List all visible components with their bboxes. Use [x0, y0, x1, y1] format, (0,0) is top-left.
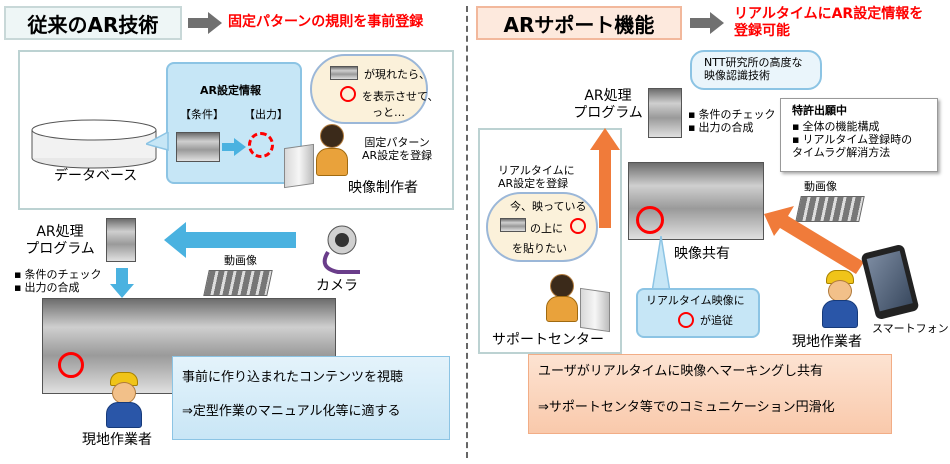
left-function-item: 条件のチェック — [14, 268, 101, 281]
cloud-line1: が現れたら、 — [364, 68, 430, 81]
left-server-icon — [106, 218, 136, 262]
left-title-arrow — [188, 12, 222, 34]
cloud-line2: を表示させて、 — [362, 90, 439, 103]
left-top-panel — [18, 50, 454, 210]
left-title-text: 従来のAR技術 — [27, 12, 159, 37]
support-center-panel — [478, 128, 622, 354]
camera-to-server-arrow — [164, 222, 296, 258]
left-function-item: 出力の合成 — [14, 281, 101, 294]
database-icon — [31, 119, 157, 169]
left-note-line2: ⇒定型作業のマニュアル化等に適する — [182, 404, 401, 419]
right-note — [528, 354, 892, 434]
ar-info-bubble-tail — [146, 132, 169, 151]
patent-item: 全体の機能構成 — [792, 120, 912, 133]
smartphone-icon — [860, 243, 920, 321]
server-to-screen-arrow — [110, 268, 134, 298]
condition-arrow — [222, 138, 246, 156]
tracking-bubble — [636, 288, 760, 338]
producer-label: 映像制作者 — [348, 180, 418, 196]
left-worker-label: 現地作業者 — [82, 432, 152, 448]
left-screen-marker-icon — [58, 352, 84, 378]
patent-item: リアルタイム登録時の タイムラグ解消方法 — [792, 133, 912, 159]
producer-avatar — [320, 124, 344, 148]
support-cloud-line3: を貼りたい — [512, 242, 567, 255]
camera-label: カメラ — [316, 278, 358, 294]
right-worker-avatar — [828, 280, 852, 302]
cloud-marker-icon — [340, 86, 356, 102]
left-title: 従来のAR技術 — [4, 6, 182, 40]
producer-body — [316, 148, 348, 176]
condition-image — [176, 132, 220, 162]
right-note-line2: ⇒サポートセンタ等でのコミュニケーション円滑化 — [538, 400, 835, 415]
video-share-label: 映像共有 — [674, 246, 730, 262]
right-screen-marker-icon — [636, 206, 664, 234]
support-cloud-line2: の上に — [530, 222, 563, 235]
tracking-marker-icon — [678, 312, 694, 328]
left-worker-avatar — [112, 382, 136, 404]
right-ar-program-label: AR処理 プログラム — [573, 88, 643, 121]
right-title-arrow — [690, 12, 724, 34]
tracking-line1: リアルタイム映像に — [646, 294, 745, 307]
producer-thought-cloud — [310, 54, 428, 124]
support-center-label: サポートセンター — [492, 332, 604, 348]
right-video-label: 動画像 — [804, 180, 837, 193]
ntt-tech-text: NTT研究所の高度な 映像認識技術 — [704, 56, 803, 82]
right-video-screen — [628, 162, 764, 240]
worker-to-server-arrow — [764, 206, 864, 274]
ar-info-bubble — [166, 62, 302, 184]
support-cloud-image — [500, 218, 526, 232]
fixed-pattern-label: 固定パターン AR設定を登録 — [362, 136, 433, 162]
ar-info-title: AR設定情報 — [200, 84, 261, 97]
right-title: ARサポート機能 — [476, 6, 682, 40]
support-body — [546, 296, 578, 322]
left-subtitle: 固定パターンの規則を事前登録 — [228, 14, 424, 30]
realtime-register-label: リアルタイムに AR設定を登録 — [498, 164, 575, 190]
database-label: データベース — [54, 168, 138, 184]
left-note-line1: 事前に作り込まれたコンテンツを視聴 — [182, 370, 404, 385]
right-title-text: ARサポート機能 — [503, 12, 655, 37]
right-note-line1: ユーザがリアルタイムに映像へマーキングし共有 — [538, 364, 823, 379]
patent-title: 特許出願中 — [792, 104, 847, 117]
right-function-item: 出力の合成 — [688, 121, 775, 134]
patent-list: 全体の機能構成 リアルタイム登録時の タイムラグ解消方法 — [792, 120, 912, 159]
left-function-list: 条件のチェック 出力の合成 — [14, 268, 101, 294]
tracking-line2: が追従 — [700, 314, 733, 327]
support-cloud-marker-icon — [570, 218, 586, 234]
ar-info-condition: 【条件】 — [180, 108, 224, 121]
right-server-icon — [648, 88, 682, 138]
right-function-item: 条件のチェック — [688, 108, 775, 121]
support-cloud-line1: 今、映っている — [510, 200, 587, 213]
output-marker-icon — [248, 132, 274, 158]
left-note — [172, 356, 450, 440]
support-monitor-icon — [580, 287, 610, 333]
right-worker-body — [822, 300, 858, 328]
tracking-bubble-tail — [652, 236, 670, 292]
support-avatar — [550, 274, 574, 298]
left-worker-body — [106, 402, 142, 428]
cloud-image — [330, 66, 358, 80]
left-ar-program-label: AR処理 プログラム — [25, 224, 95, 257]
left-video-label: 動画像 — [224, 254, 257, 267]
center-divider — [466, 6, 468, 458]
left-video-frames-icon — [203, 270, 273, 296]
smartphone-label: スマートフォン — [872, 322, 949, 335]
right-function-list: 条件のチェック 出力の合成 — [688, 108, 775, 134]
cloud-line3: っと… — [372, 106, 405, 119]
right-subtitle: リアルタイムにAR設定情報を 登録可能 — [734, 6, 924, 39]
right-worker-label: 現地作業者 — [792, 334, 862, 350]
ar-info-output: 【出力】 — [244, 108, 288, 121]
ntt-tech-bubble — [690, 50, 822, 90]
producer-monitor-icon — [284, 143, 314, 189]
support-to-server-arrow — [590, 128, 620, 228]
camera-icon — [322, 225, 360, 274]
